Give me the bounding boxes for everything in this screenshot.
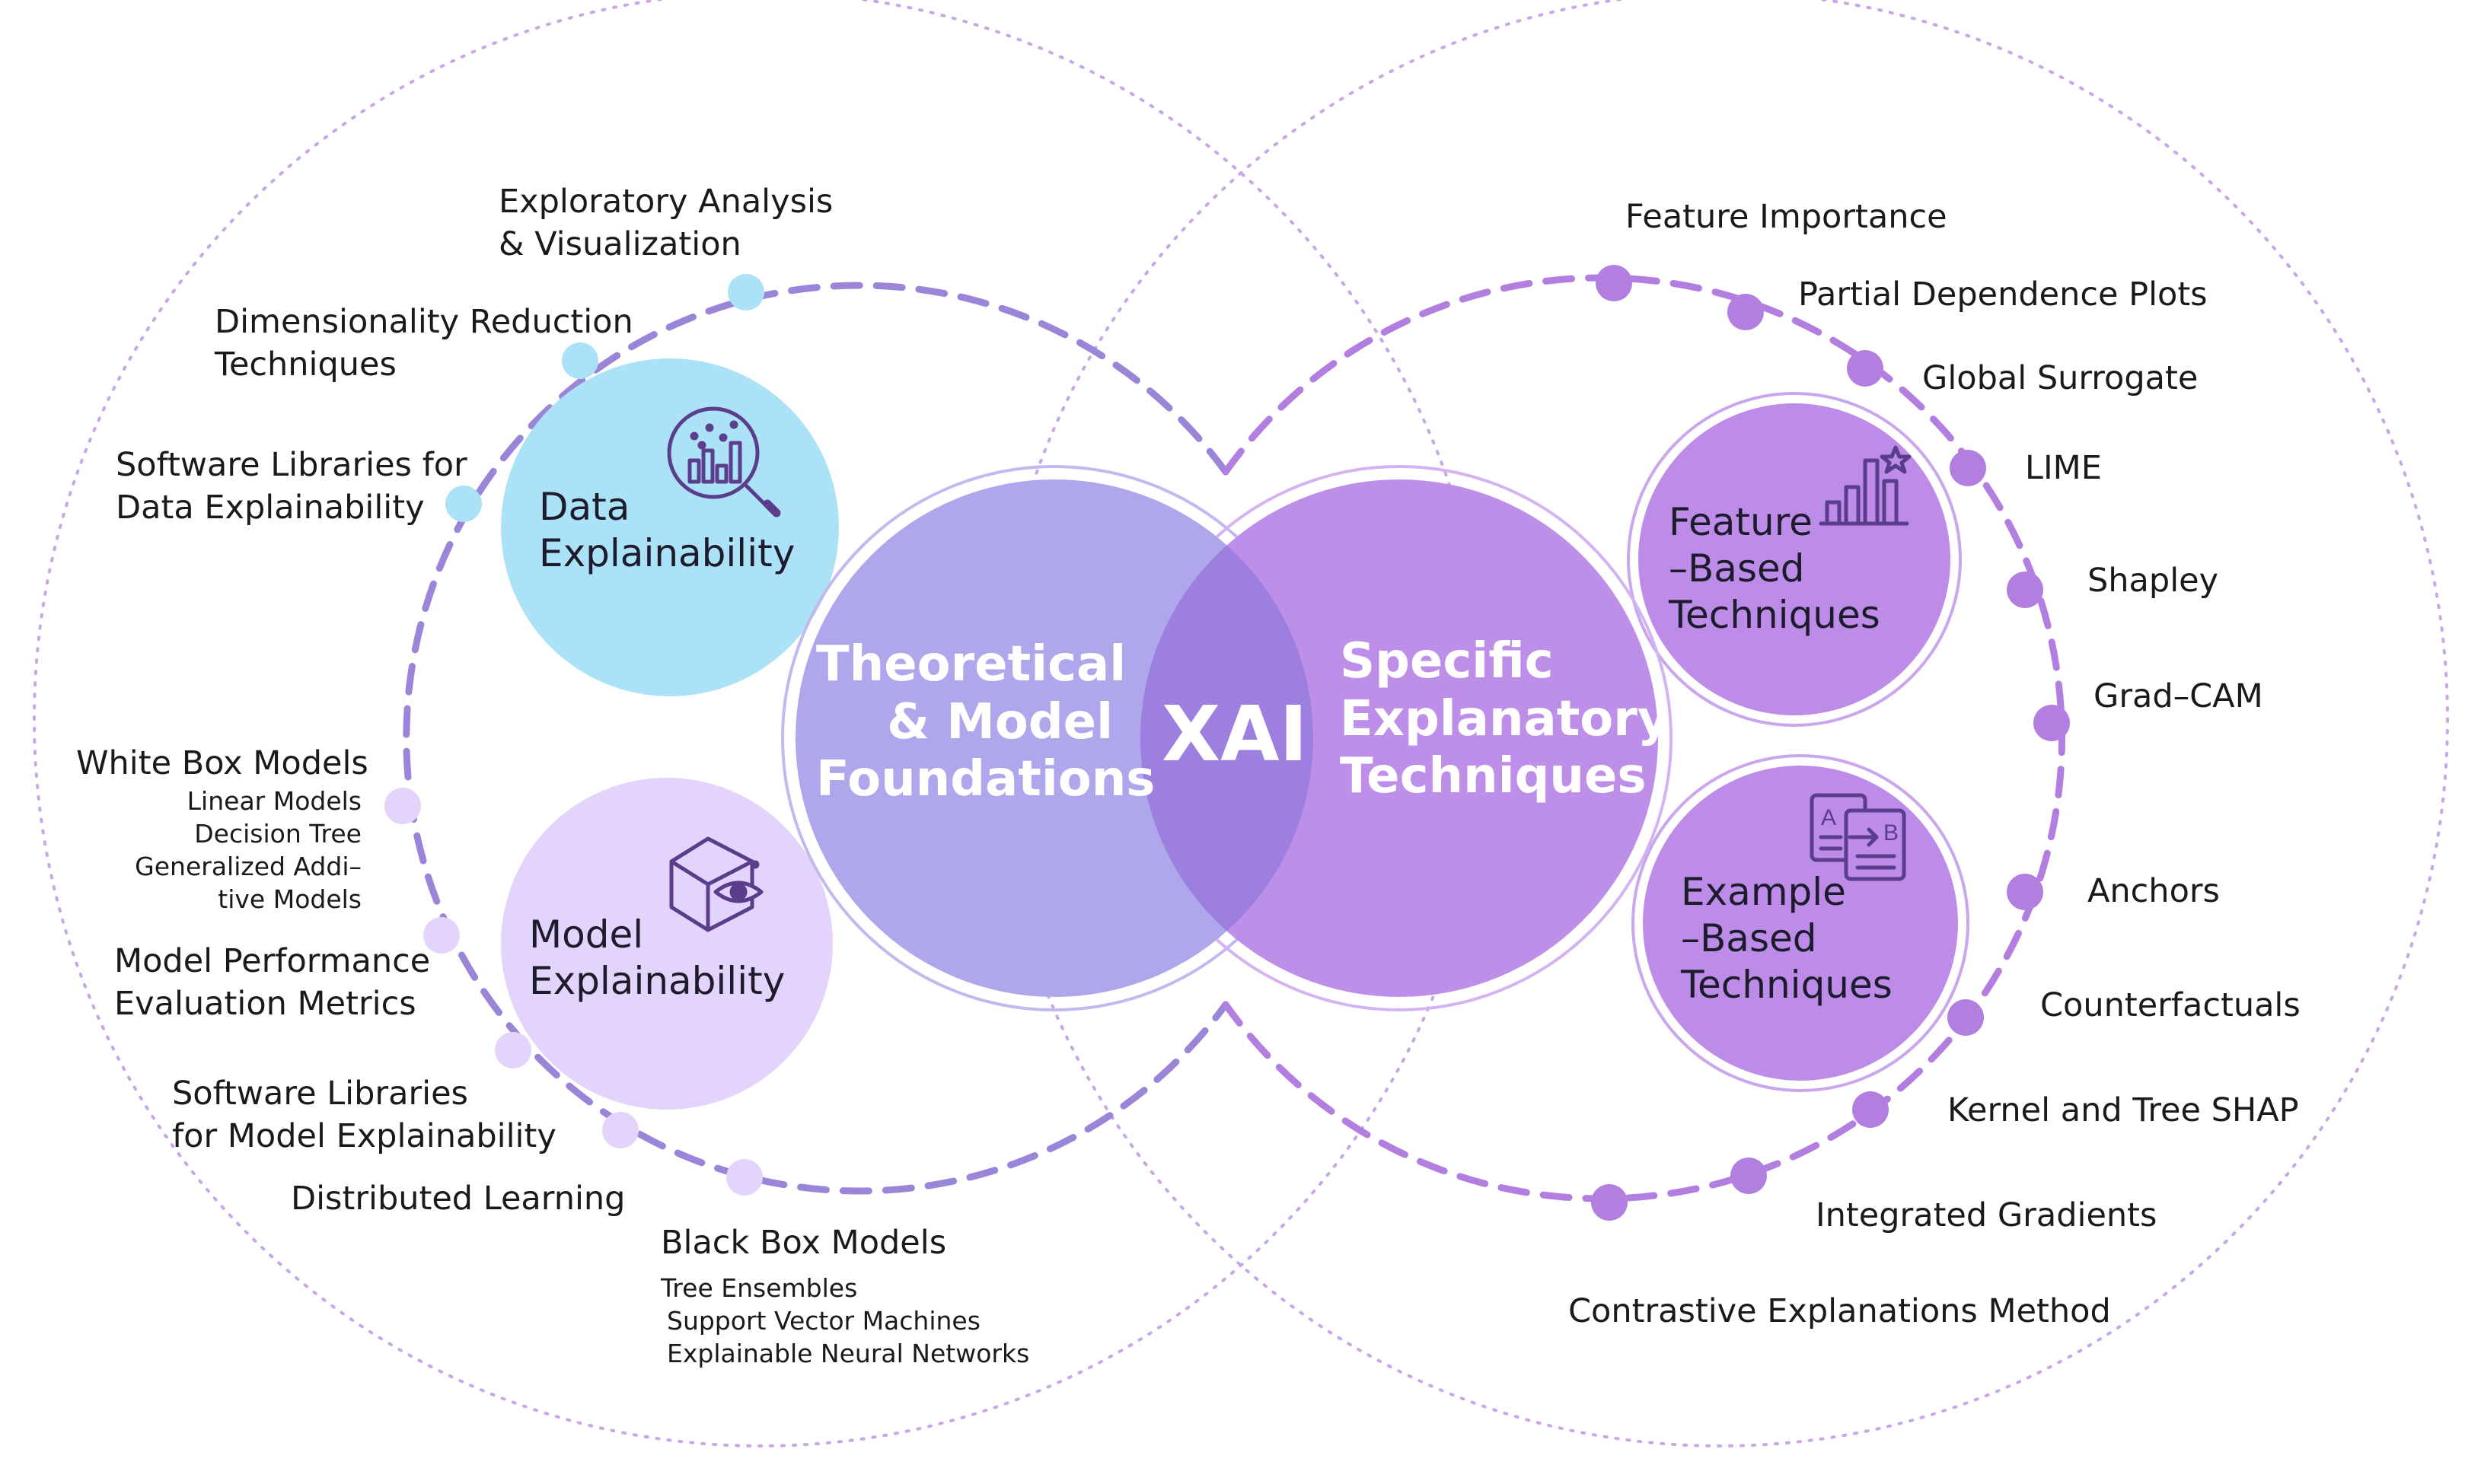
feature-based-hub-ring [1627,392,1962,727]
dot-counterfactuals [1947,999,1984,1036]
center-overlap [1140,479,1313,997]
label-grad-cam: Grad–CAM [2093,677,2263,715]
center-right-label: Specific Explanatory Techniques [1340,633,1669,805]
label-dimensionality-reduction: Dimensionality Reduction Techniques [215,303,633,384]
dot-integrated-gradients [1730,1158,1767,1194]
xai-label: XAI [1162,689,1308,779]
example-based-label: Example –Based Techniques [1681,870,1893,1007]
dot-software-data [445,486,482,522]
dot-distributed [602,1112,639,1148]
left-dashed-orbit [403,282,1229,1195]
label-distributed-learning: Distributed Learning [291,1180,626,1218]
label-feature-importance: Feature Importance [1625,198,1947,236]
dot-lime [1950,450,1986,486]
feature-based-hub [1638,403,1950,715]
label-shapley: Shapley [2087,562,2219,600]
label-partial-dependence-plots: Partial Dependence Plots [1798,275,2208,314]
label-exploratory-analysis: Exploratory Analysis & Visualization [499,183,834,263]
label-white-box-models: White Box Models [76,744,368,782]
bar-chart-star-icon [1819,445,1912,526]
model-explainability-label: Model Explainability [529,912,786,1003]
label-counterfactuals: Counterfactuals [2040,986,2301,1024]
label-integrated-gradients: Integrated Gradients [1816,1196,2157,1234]
document-translate-icon [1810,793,1906,881]
dot-shapley [2007,572,2043,608]
dot-software-model [495,1032,531,1068]
dot-exploratory [728,274,764,310]
label-software-libraries-data: Software Libraries for Data Explainabili… [116,446,467,527]
dot-kernel-shap [1852,1091,1889,1128]
label-software-libraries-model: Software Libraries for Model Explainabil… [172,1075,556,1155]
dot-contrastive [1591,1184,1628,1221]
dot-black-box [726,1159,763,1196]
dot-gradcam [2033,705,2070,741]
dot-anchors [2007,874,2043,910]
cube-eye-icon [669,836,764,932]
label-anchors: Anchors [2087,872,2220,910]
dot-white-box [384,788,421,824]
center-left-label: Theoretical & Model Foundations [816,636,1156,808]
label-kernel-tree-shap: Kernel and Tree SHAP [1947,1091,2299,1129]
example-based-hub-ring [1631,754,1969,1092]
data-explainability-hub [501,358,839,696]
label-model-performance: Model Performance Evaluation Metrics [114,942,431,1023]
dot-feature-importance [1596,265,1632,301]
label-lime: LIME [2025,449,2102,487]
icon-letter-b: B [1883,820,1899,845]
label-contrastive-explanations: Contrastive Explanations Method [1568,1292,2111,1330]
dot-model-performance [423,917,460,954]
data-explainability-label: Data Explainability [539,485,796,575]
icon-letter-a: A [1821,805,1836,830]
label-white-box-subitems: Linear Models Decision Tree Generalized … [135,786,362,914]
feature-based-label: Feature –Based Techniques [1669,500,1880,637]
label-black-box-subitems: Tree Ensembles Support Vector Machines E… [661,1273,1030,1368]
magnifier-chart-icon [667,406,781,517]
dot-dimensionality [562,342,598,379]
dot-global-surrogate [1847,350,1883,387]
dot-pdp [1727,294,1764,330]
label-global-surrogate: Global Surrogate [1922,359,2199,397]
right-dashed-orbit [1222,274,2065,1202]
label-black-box-models: Black Box Models [661,1224,947,1262]
